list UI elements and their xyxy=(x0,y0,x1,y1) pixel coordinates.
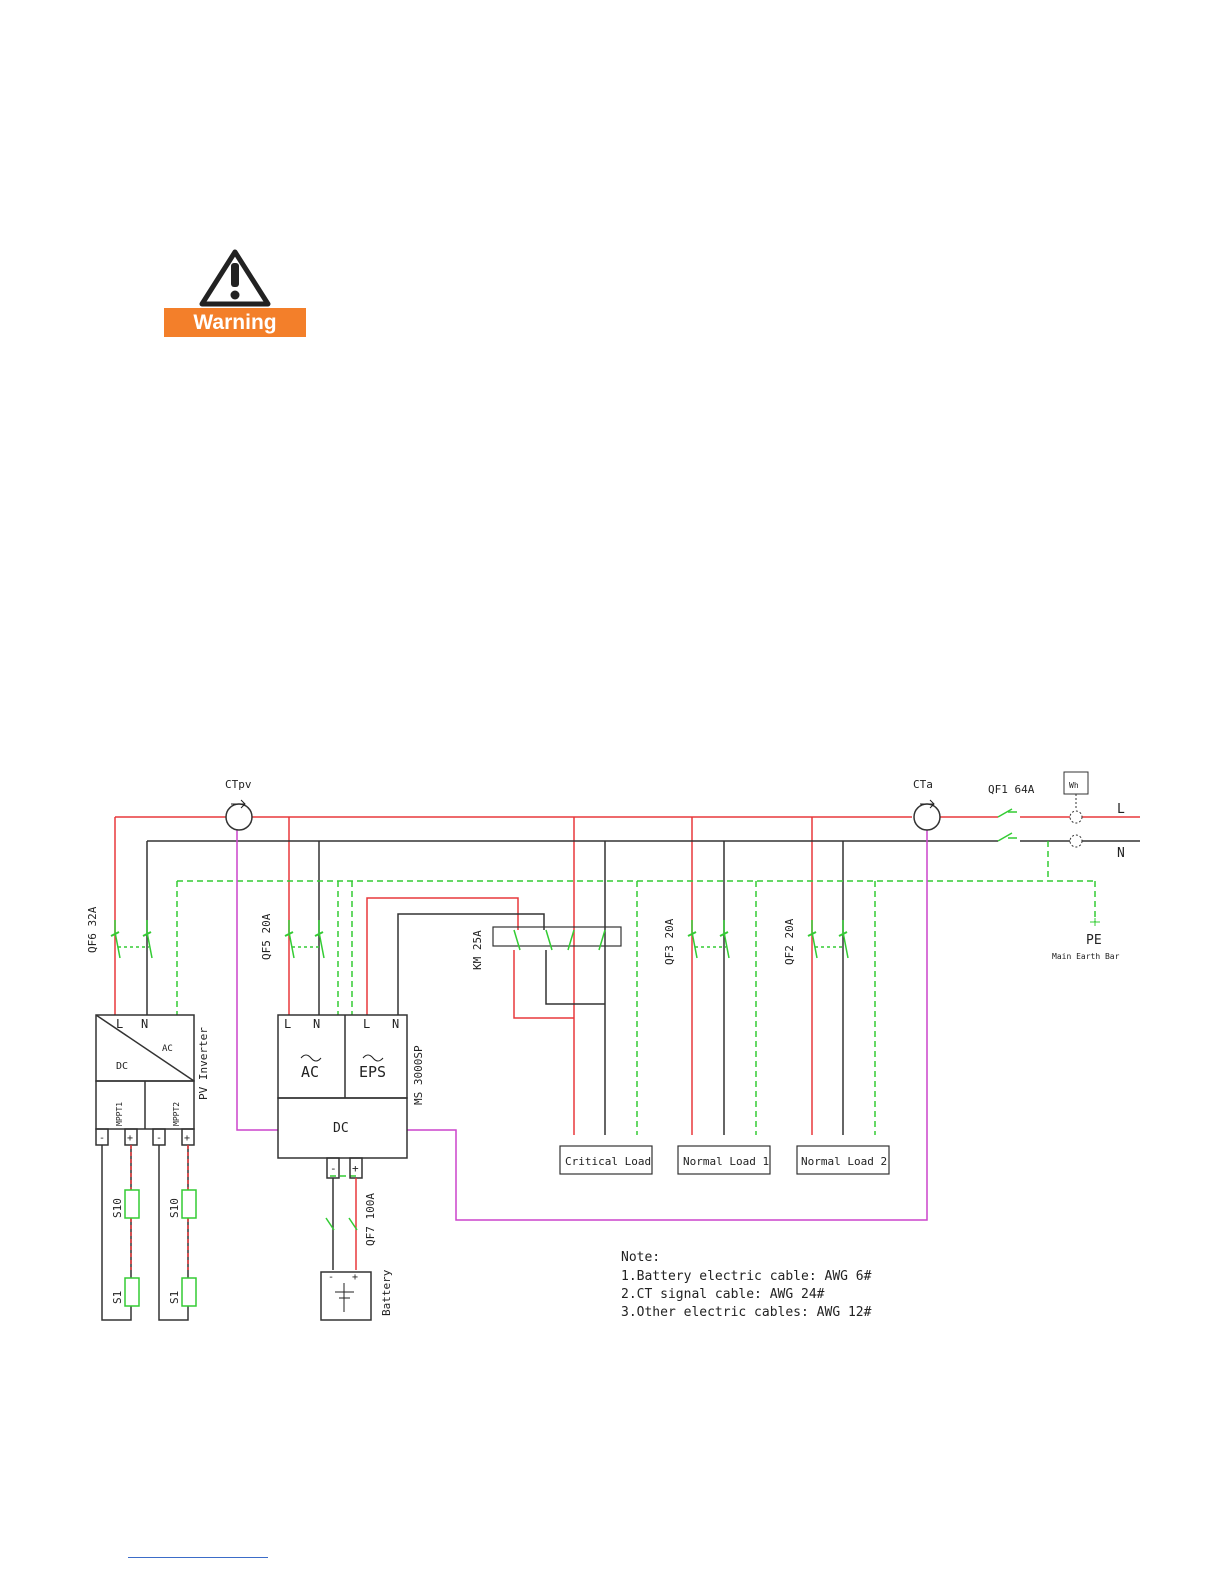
hybrid-inverter xyxy=(277,1014,408,1179)
pv-plus-2: + xyxy=(184,1133,190,1144)
eps-sine-icon xyxy=(362,1054,384,1062)
earth-terminal-icon xyxy=(1090,918,1100,926)
km-label: KM 25A xyxy=(471,930,484,970)
ct-pv-label: CTpv xyxy=(225,778,252,791)
hybrid-n1: N xyxy=(313,1017,320,1031)
qf3-breaker-symbol xyxy=(687,920,730,959)
string-1-s1: S1 xyxy=(111,1291,124,1304)
pv-inverter-ac: AC xyxy=(162,1044,173,1054)
qf7-label: QF7 100A xyxy=(364,1193,377,1246)
battery-cell-icon xyxy=(335,1283,354,1312)
load-label-normal-1: Normal Load 1 xyxy=(683,1155,769,1168)
battery-label: Battery xyxy=(380,1269,393,1316)
bus-n-label: N xyxy=(1117,846,1125,861)
solar-panel-s1-icon xyxy=(181,1277,197,1307)
mppt1-label: MPPT1 xyxy=(115,1102,124,1126)
solar-panel-s10-icon xyxy=(124,1189,140,1219)
hybrid-minus: - xyxy=(330,1162,337,1175)
meter-coil-l xyxy=(1069,810,1083,824)
hybrid-ac: AC xyxy=(301,1063,319,1081)
notes-title: Note: xyxy=(621,1250,660,1265)
hybrid-dc: DC xyxy=(333,1121,349,1136)
neutral-bus xyxy=(146,840,1140,1135)
ct-a-label: CTa xyxy=(913,778,933,791)
qf5-label: QF5 20A xyxy=(260,913,273,960)
meter-coil-n xyxy=(1069,834,1083,848)
qf1-label: QF1 64A xyxy=(988,783,1035,796)
meter-label: Wh xyxy=(1069,781,1079,790)
pv-inverter xyxy=(95,1014,195,1321)
mppt2-label: MPPT2 xyxy=(172,1102,181,1126)
warning-triangle-icon xyxy=(199,249,271,307)
string-2-s1: S1 xyxy=(168,1291,181,1304)
wiring-diagram: CTpv CTa QF1 64A Wh L N PE Main Earth Ba… xyxy=(86,771,1140,1321)
ac-sine-icon xyxy=(300,1054,322,1062)
battery-minus: - xyxy=(328,1272,334,1283)
load-label-normal-2: Normal Load 2 xyxy=(801,1155,887,1168)
battery-plus: + xyxy=(352,1272,358,1283)
string-1-s10: S10 xyxy=(111,1198,124,1218)
note-item: 3.Other electric cables: AWG 12# xyxy=(621,1305,872,1320)
note-item: 1.Battery electric cable: AWG 6# xyxy=(621,1269,872,1284)
hybrid-eps: EPS xyxy=(359,1063,386,1081)
earth-bus xyxy=(176,841,1096,1177)
bus-l-label: L xyxy=(1117,802,1125,817)
critical-load-box xyxy=(559,1145,653,1175)
battery-box xyxy=(320,1271,372,1321)
pv-minus-2: - xyxy=(156,1133,162,1144)
qf2-label: QF2 20A xyxy=(783,918,796,965)
hybrid-plus: + xyxy=(352,1162,359,1175)
hybrid-name: MS 3000SP xyxy=(412,1045,425,1105)
hybrid-l2: L xyxy=(363,1017,370,1031)
ct-signal-cable xyxy=(236,830,928,1221)
qf6-breaker-symbol xyxy=(110,920,153,959)
solar-panel-s10-icon xyxy=(181,1189,197,1219)
pv-minus-1: - xyxy=(99,1133,105,1144)
pv-inverter-n: N xyxy=(141,1017,148,1031)
pe-label: PE xyxy=(1086,933,1102,948)
solar-panel-s1-icon xyxy=(124,1277,140,1307)
ct-a-ring xyxy=(913,803,941,831)
km-contactor-symbol xyxy=(513,929,606,951)
pv-plus-1: + xyxy=(127,1133,133,1144)
qf2-breaker-symbol xyxy=(807,920,849,959)
pv-inverter-dc: DC xyxy=(116,1061,128,1072)
qf6-label: QF6 32A xyxy=(86,906,99,953)
qf1-breaker-symbol xyxy=(997,808,1017,842)
main-earth-bar-label: Main Earth Bar xyxy=(1052,952,1120,961)
hybrid-n2: N xyxy=(392,1017,399,1031)
ct-a-arrow-icon xyxy=(920,799,935,809)
qf3-label: QF3 20A xyxy=(663,918,676,965)
battery-link xyxy=(325,1178,358,1270)
string-2-s10: S10 xyxy=(168,1198,181,1218)
normal-load-1-box xyxy=(677,1145,771,1175)
hybrid-l1: L xyxy=(284,1017,291,1031)
footer-link-underline xyxy=(128,1557,268,1558)
warning-sign: Warning xyxy=(164,246,306,338)
ct-pv-ring xyxy=(225,803,253,831)
pv-inverter-name: PV Inverter xyxy=(197,1027,210,1100)
pv-inverter-l: L xyxy=(116,1017,123,1031)
warning-label: Warning xyxy=(164,308,306,337)
load-label-critical: Critical Load xyxy=(565,1155,651,1168)
live-bus xyxy=(114,816,1140,1135)
normal-load-2-box xyxy=(796,1145,890,1175)
qf5-breaker-symbol xyxy=(284,920,325,959)
note-item: 2.CT signal cable: AWG 24# xyxy=(621,1287,825,1302)
ct-pv-arrow-icon xyxy=(231,799,246,809)
